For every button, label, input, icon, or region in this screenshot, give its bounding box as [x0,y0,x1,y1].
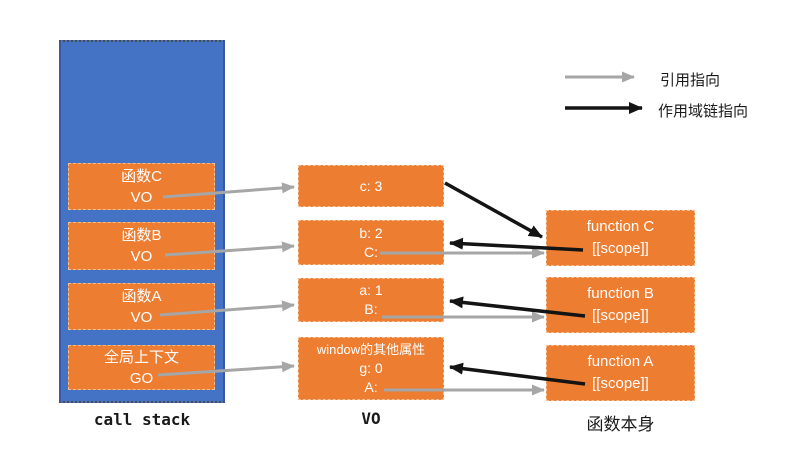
legend-reference-label: 引用指向 [660,72,721,89]
function-box-b-name: function B [587,285,654,302]
stack-frame-c-subtitle: VO [130,188,153,206]
stack-frame-a-title: 函数A [121,287,162,305]
vo-box-global-window-props: window的其他属性 [316,342,426,357]
function-box-b: function B [[scope]] [546,277,695,333]
stack-frame-b-subtitle: VO [130,248,153,265]
function-box-a-name: function A [587,353,654,370]
stack-frame-global-title: 全局上下文 [103,348,179,366]
stack-frame-a-subtitle: VO [130,308,153,326]
stack-frame-c-title: 函数C [121,167,162,185]
stack-frame-b-title: 函数B [121,227,162,244]
vo-box-c-line: c: 3 [359,177,383,194]
vo-column-label: VO [361,409,381,428]
arrow-scope-vo-c-to-function-c [444,181,543,239]
stack-frame-global-subtitle: GO [129,369,154,387]
vo-box-global-var: g: 0 [359,360,383,376]
legend-scope-chain-label: 作用域链指向 [658,103,749,120]
stack-frame-global: 全局上下文 GO [68,345,215,390]
vo-box-b: b: 2 C: [298,220,444,265]
function-box-c-scope: [[scope]] [592,240,649,257]
vo-box-global: window的其他属性 g: 0 A: [298,337,444,400]
vo-box-a-prop-B: B: [364,301,378,317]
functions-column-label: 函数本身 [586,415,655,434]
function-box-a: function A [[scope]] [546,345,695,401]
stack-frame-c: 函数C VO [68,163,215,210]
vo-box-global-prop-A: A: [364,379,378,395]
vo-box-a: a: 1 B: [298,278,444,322]
function-box-c: function C [[scope]] [546,210,695,266]
function-box-c-name: function C [586,218,655,235]
stack-frame-a: 函数A VO [68,283,215,330]
call-stack-label: call stack [93,410,191,429]
call-stack-container [59,40,225,403]
vo-box-a-var: a: 1 [359,282,383,298]
vo-box-b-var: b: 2 [359,224,383,241]
vo-box-c: c: 3 [298,165,444,207]
function-box-a-scope: [[scope]] [592,375,649,392]
vo-box-b-prop-C: C: [364,243,378,260]
function-box-b-scope: [[scope]] [592,307,649,324]
stack-frame-b: 函数B VO [68,222,215,270]
